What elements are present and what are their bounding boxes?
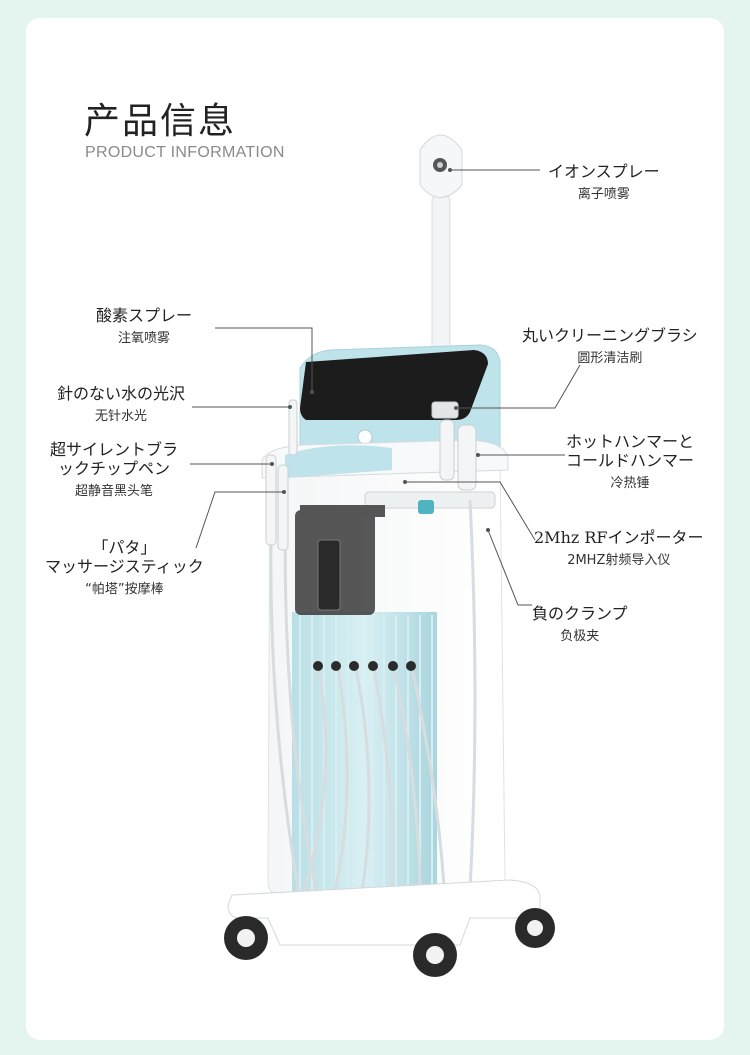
negative-clamp-jp: 負のクランプ	[532, 604, 628, 623]
label-pata-massage: 「パタ」 マッサージスティック “帕塔”按摩棒	[45, 538, 204, 598]
label-oxygen-spray: 酸素スプレー 注氧喷雾	[96, 306, 192, 347]
blackhead-pen-jp-2: ックチップペン	[58, 459, 171, 479]
callout-dots	[270, 168, 490, 532]
rf-importer-jp: 2Mhz RFインポーター	[534, 528, 704, 547]
callout-lines	[190, 169, 581, 606]
pata-massage-jp-1: 「パタ」	[92, 538, 157, 557]
hot-cold-hammer-cn: 冷热锤	[610, 476, 650, 492]
needle-free-jp: 針のない水の光沢	[57, 384, 186, 403]
label-hot-cold-hammer: ホットハンマーと コールドハンマー 冷热锤	[566, 432, 694, 492]
label-round-brush: 丸いクリーニングブラシ 圆形清洁刷	[522, 326, 698, 367]
label-blackhead-pen: 超サイレントブラ ックチップペン 超静音黑头笔	[50, 440, 178, 500]
ion-spray-cn: 离子喷雾	[577, 187, 630, 203]
blackhead-pen-cn: 超静音黑头笔	[75, 484, 154, 500]
trolley-base	[224, 879, 555, 977]
pata-massage-jp-2: マッサージスティック	[45, 557, 204, 577]
round-brush-cn: 圆形清洁刷	[577, 351, 643, 367]
round-brush-jp: 丸いクリーニングブラシ	[522, 326, 698, 345]
oxygen-spray-cn: 注氧喷雾	[118, 331, 171, 347]
blackhead-pen-jp-1: 超サイレントブラ	[50, 440, 179, 459]
needle-free-cn: 无针水光	[95, 409, 148, 425]
label-needle-free: 針のない水の光沢 无针水光	[57, 384, 185, 425]
oxygen-spray-jp: 酸素スプレー	[96, 306, 193, 325]
hoses	[269, 489, 477, 911]
pata-massage-cn: “帕塔”按摩棒	[85, 582, 164, 598]
label-negative-clamp: 負のクランプ 负极夹	[532, 604, 628, 645]
hot-cold-hammer-jp-2: コールドハンマー	[566, 451, 695, 471]
rf-importer-cn: 2MHZ射频导入仪	[567, 553, 671, 569]
ion-spray-pole	[419, 134, 463, 366]
label-ion-spray: イオンスプレー 离子喷雾	[548, 162, 660, 203]
ion-spray-jp: イオンスプレー	[548, 162, 660, 181]
page-title: 产品信息	[84, 101, 237, 142]
water-tank	[295, 505, 385, 615]
label-rf-importer: 2Mhz RFインポーター 2MHZ射频导入仪	[534, 528, 704, 569]
hot-cold-hammer-jp-1: ホットハンマーと	[566, 432, 695, 451]
hose-ports	[313, 661, 416, 671]
handpieces	[265, 399, 477, 551]
negative-clamp-cn: 负极夹	[560, 629, 600, 645]
page-subtitle: PRODUCT INFORMATION	[85, 144, 285, 161]
